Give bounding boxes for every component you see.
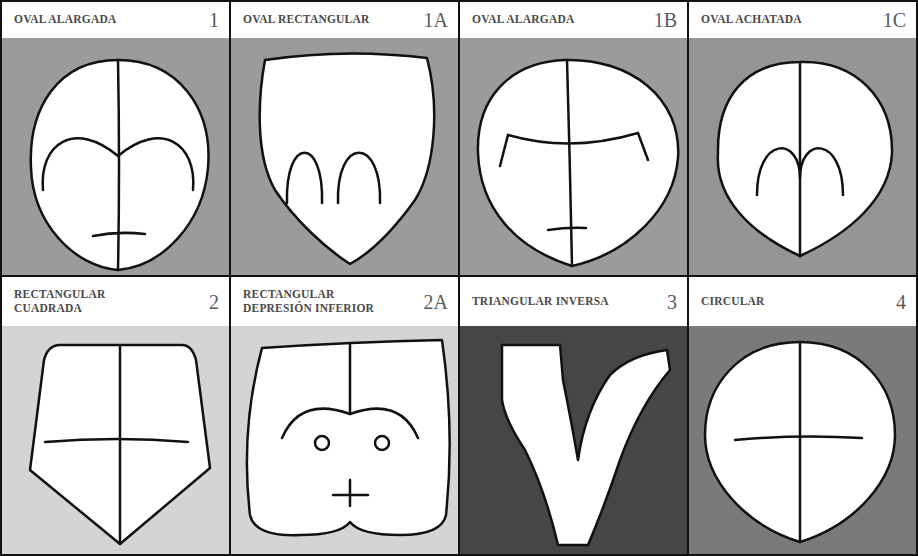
shape-name: OVAL ALARGADA xyxy=(472,13,574,26)
panel-header: OVAL ALARGADA 1 xyxy=(2,2,229,38)
oval-face xyxy=(260,53,434,264)
oval-face xyxy=(718,62,892,256)
rectangular-face xyxy=(30,345,210,544)
face-outline xyxy=(260,53,434,264)
midline xyxy=(349,344,352,414)
face-outline xyxy=(705,342,895,542)
shape-number: 1B xyxy=(654,10,677,30)
panel-ground xyxy=(689,326,916,554)
midline xyxy=(799,342,802,542)
panel-ground xyxy=(231,38,458,275)
eye xyxy=(375,436,389,450)
panel-ground xyxy=(2,38,229,275)
brow-line xyxy=(43,138,194,190)
brow-line xyxy=(282,409,418,438)
panel-header: RECTANGULAR CUADRADA 2 xyxy=(2,277,229,326)
face-shape-panel: OVAL ALARGADA 1 xyxy=(2,2,229,275)
shape-name: RECTANGULAR DEPRESIÓN INFERIOR xyxy=(243,288,393,314)
face-outline xyxy=(502,345,670,545)
panel-ground xyxy=(460,38,687,275)
brow-line xyxy=(500,133,648,166)
face-shape-panel: OVAL ALARGADA 1B xyxy=(460,2,687,275)
mouth-line xyxy=(93,233,145,236)
brow-line xyxy=(757,148,843,195)
panel-header: CIRCULAR 4 xyxy=(689,277,916,326)
panel-header: OVAL ALARGADA 1B xyxy=(460,2,687,38)
triangular-shape xyxy=(502,345,670,545)
face-shape-panel: RECTANGULAR DEPRESIÓN INFERIOR 2A xyxy=(231,277,458,554)
oval-face xyxy=(31,60,209,270)
panel-header: RECTANGULAR DEPRESIÓN INFERIOR 2A xyxy=(231,277,458,326)
shape-number: 1 xyxy=(209,10,219,30)
face-shape-panel: CIRCULAR 4 xyxy=(689,277,916,554)
brow-arch xyxy=(287,153,322,203)
chin-line xyxy=(349,480,352,506)
brow-arch xyxy=(338,153,380,203)
shape-name: OVAL RECTANGULAR xyxy=(243,13,369,26)
face-outline xyxy=(30,345,210,544)
shape-number: 3 xyxy=(667,292,677,312)
face-outline xyxy=(247,340,450,535)
panel-header: TRIANGULAR INVERSA 3 xyxy=(460,277,687,326)
panel-header: OVAL RECTANGULAR 1A xyxy=(231,2,458,38)
panel-ground xyxy=(689,38,916,275)
shape-number: 1C xyxy=(883,10,906,30)
circular-face xyxy=(705,342,895,542)
midline xyxy=(119,345,122,544)
face-outline xyxy=(718,62,892,256)
shape-name: OVAL ACHATADA xyxy=(701,13,802,26)
cross-line xyxy=(45,439,188,442)
mouth-line xyxy=(548,228,586,230)
panel-ground xyxy=(460,326,687,554)
panel-ground xyxy=(2,326,229,554)
shape-number: 2A xyxy=(424,292,448,312)
eye xyxy=(315,436,329,450)
shape-name: OVAL ALARGADA xyxy=(14,13,116,26)
shape-number: 4 xyxy=(896,292,906,312)
rectangular-face xyxy=(247,340,450,535)
midline xyxy=(799,62,802,256)
face-outline xyxy=(31,60,209,270)
midline xyxy=(118,60,119,270)
shape-number: 1A xyxy=(424,10,448,30)
face-shape-panel: TRIANGULAR INVERSA 3 xyxy=(460,277,687,554)
shape-name: RECTANGULAR CUADRADA xyxy=(14,288,124,314)
shape-name: TRIANGULAR INVERSA xyxy=(472,295,609,308)
face-outline xyxy=(478,60,678,266)
cross-line xyxy=(735,436,862,440)
oval-face xyxy=(478,60,678,266)
midline xyxy=(567,60,572,266)
face-shape-panel: OVAL RECTANGULAR 1A xyxy=(231,2,458,275)
panel-ground xyxy=(231,326,458,554)
face-shape-panel: RECTANGULAR CUADRADA 2 xyxy=(2,277,229,554)
panel-header: OVAL ACHATADA 1C xyxy=(689,2,916,38)
shape-number: 2 xyxy=(209,292,219,312)
face-shape-panel: OVAL ACHATADA 1C xyxy=(689,2,916,275)
mouth-line xyxy=(333,494,368,497)
shape-name: CIRCULAR xyxy=(701,295,765,308)
